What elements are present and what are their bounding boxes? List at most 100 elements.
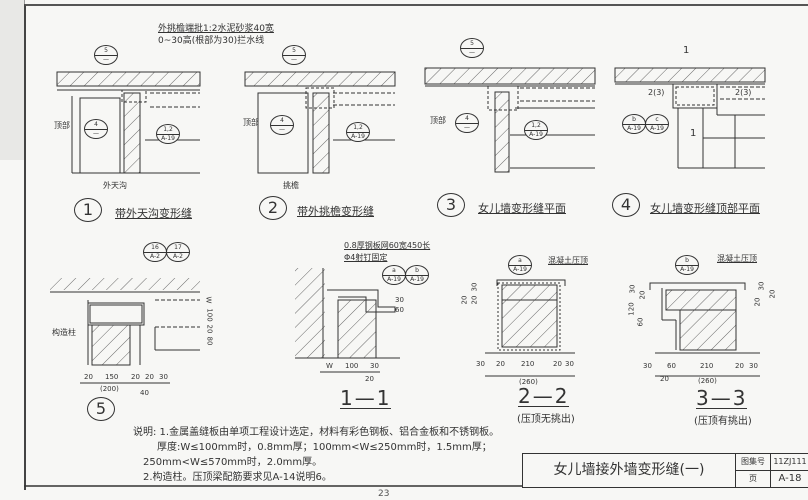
detail2-number: 2 — [259, 196, 287, 220]
dim: W — [204, 296, 213, 304]
detail5-column-label: 构造柱 — [52, 328, 76, 337]
section-mark-1-bottom: 1 — [690, 128, 697, 139]
section22-label: 混凝土压顶 — [548, 256, 588, 265]
note-line1: 说明: 1.金属盖缝板由单项工程设计选定，材料有彩色钢板、铝合金板和不锈钢板。 — [133, 427, 500, 438]
dim: 40 — [140, 389, 149, 397]
dim: 30 — [159, 373, 168, 381]
dim: 20 — [131, 373, 140, 381]
atlas-label: 图集号 — [736, 454, 771, 471]
detail1-title: 带外天沟变形缝 — [115, 207, 192, 220]
dim: 30 — [749, 362, 758, 370]
detail3-top-label: 顶部 — [430, 116, 446, 125]
detail3-title: 女儿墙变形缝平面 — [478, 202, 566, 215]
detail2-title: 带外挑檐变形缝 — [297, 205, 374, 218]
dim: 20 — [753, 297, 762, 307]
drawing-frame — [24, 4, 808, 490]
page-code: A-18 — [778, 473, 802, 484]
dim: (200) — [100, 385, 119, 393]
section-mark-1-top: 1 — [683, 45, 690, 56]
dim: W — [326, 362, 333, 370]
detail1-tag-5: 5— — [94, 45, 118, 65]
drawing-title: 女儿墙接外墙变形缝(一) — [523, 454, 736, 487]
dim: 30 — [370, 362, 379, 370]
section11-note2: Φ4射钉固定 — [344, 253, 388, 262]
dim: 30 — [476, 360, 485, 368]
dim: 20 — [460, 295, 469, 305]
title-block: 女儿墙接外墙变形缝(一) 图集号 11ZJ111 页 A-18 — [522, 453, 808, 488]
annotation-line2: 0~30高(根部为30)拦水线 — [158, 36, 265, 46]
dim: 20 — [84, 373, 93, 381]
dim: 30 — [628, 284, 637, 294]
page-number: 23 — [378, 489, 390, 499]
detail3-number: 3 — [437, 193, 465, 217]
atlas-number: 11ZJ111 — [771, 454, 808, 471]
detail1-tag-4: 4— — [84, 119, 108, 139]
section-mark-2-right: 2(3) — [735, 88, 752, 97]
section11-title: 1—1 — [340, 386, 392, 410]
section11-note1: 0.8厚钢板网60宽450长 — [344, 241, 431, 250]
note-line4: 2.构造柱。压顶梁配筋要求见A-14说明6。 — [143, 472, 332, 483]
section33-subtitle: (压顶有挑出) — [694, 416, 752, 427]
dim: 60 — [667, 362, 676, 370]
dim: 20 — [660, 375, 669, 383]
dim: 100 — [205, 308, 214, 322]
detail1-bottom-label: 外天沟 — [103, 181, 127, 190]
section33-title: 3—3 — [696, 386, 748, 410]
note-line3: 250mm<W≤570mm时，2.0mm厚。 — [143, 457, 323, 468]
detail3-tag-4: 4— — [455, 113, 479, 133]
dim: 20 — [145, 373, 154, 381]
dim: 20 — [638, 290, 647, 300]
dim: 30 — [757, 281, 766, 291]
dim: 60 — [395, 306, 404, 314]
dim: 60 — [636, 317, 645, 327]
dim: 30 — [395, 296, 404, 304]
dim: 30 — [643, 362, 652, 370]
page-label: 页 — [736, 471, 771, 487]
dim: 20 — [553, 360, 562, 368]
dim: 30 — [565, 360, 574, 368]
section-mark-2-left: 2(3) — [648, 88, 665, 97]
dim: 20 — [496, 360, 505, 368]
note-line2: 厚度:W≤100mm时，0.8mm厚；100mm<W≤250mm时，1.5mm厚… — [157, 442, 492, 453]
detail3-tag-5: 5— — [460, 38, 484, 58]
dim: 20 — [768, 289, 777, 299]
detail4-number: 4 — [612, 193, 640, 217]
detail2-tag-4: 4— — [270, 115, 294, 135]
annotation-line1: 外挑檐端批1:2水泥砂浆40宽 — [158, 24, 274, 34]
dim: 150 — [105, 373, 119, 381]
dim: 20 — [205, 324, 214, 334]
dim: (260) — [519, 378, 538, 386]
dim: 20 — [735, 362, 744, 370]
dim: 120 — [627, 302, 636, 316]
detail1-number: 1 — [74, 198, 102, 222]
dim: 80 — [205, 336, 214, 346]
detail2-tag-5: 5— — [282, 45, 306, 65]
dim: 20 — [470, 295, 479, 305]
dim: (260) — [698, 377, 717, 385]
detail2-top-label: 顶部 — [243, 118, 259, 127]
section22-title: 2—2 — [518, 384, 570, 408]
detail5-number: 5 — [87, 397, 115, 421]
detail4-title: 女儿墙变形缝顶部平面 — [650, 202, 760, 215]
dim: 100 — [345, 362, 359, 370]
dim: 20 — [365, 375, 374, 383]
section22-subtitle: (压顶无挑出) — [517, 414, 575, 425]
detail1-top-label: 顶部 — [54, 121, 70, 130]
notes-block: 说明: 1.金属盖缝板由单项工程设计选定，材料有彩色钢板、铝合金板和不锈钢板。 … — [133, 425, 499, 485]
dim: 210 — [700, 362, 714, 370]
dim: 210 — [521, 360, 535, 368]
detail2-bottom-label: 挑檐 — [283, 181, 299, 190]
